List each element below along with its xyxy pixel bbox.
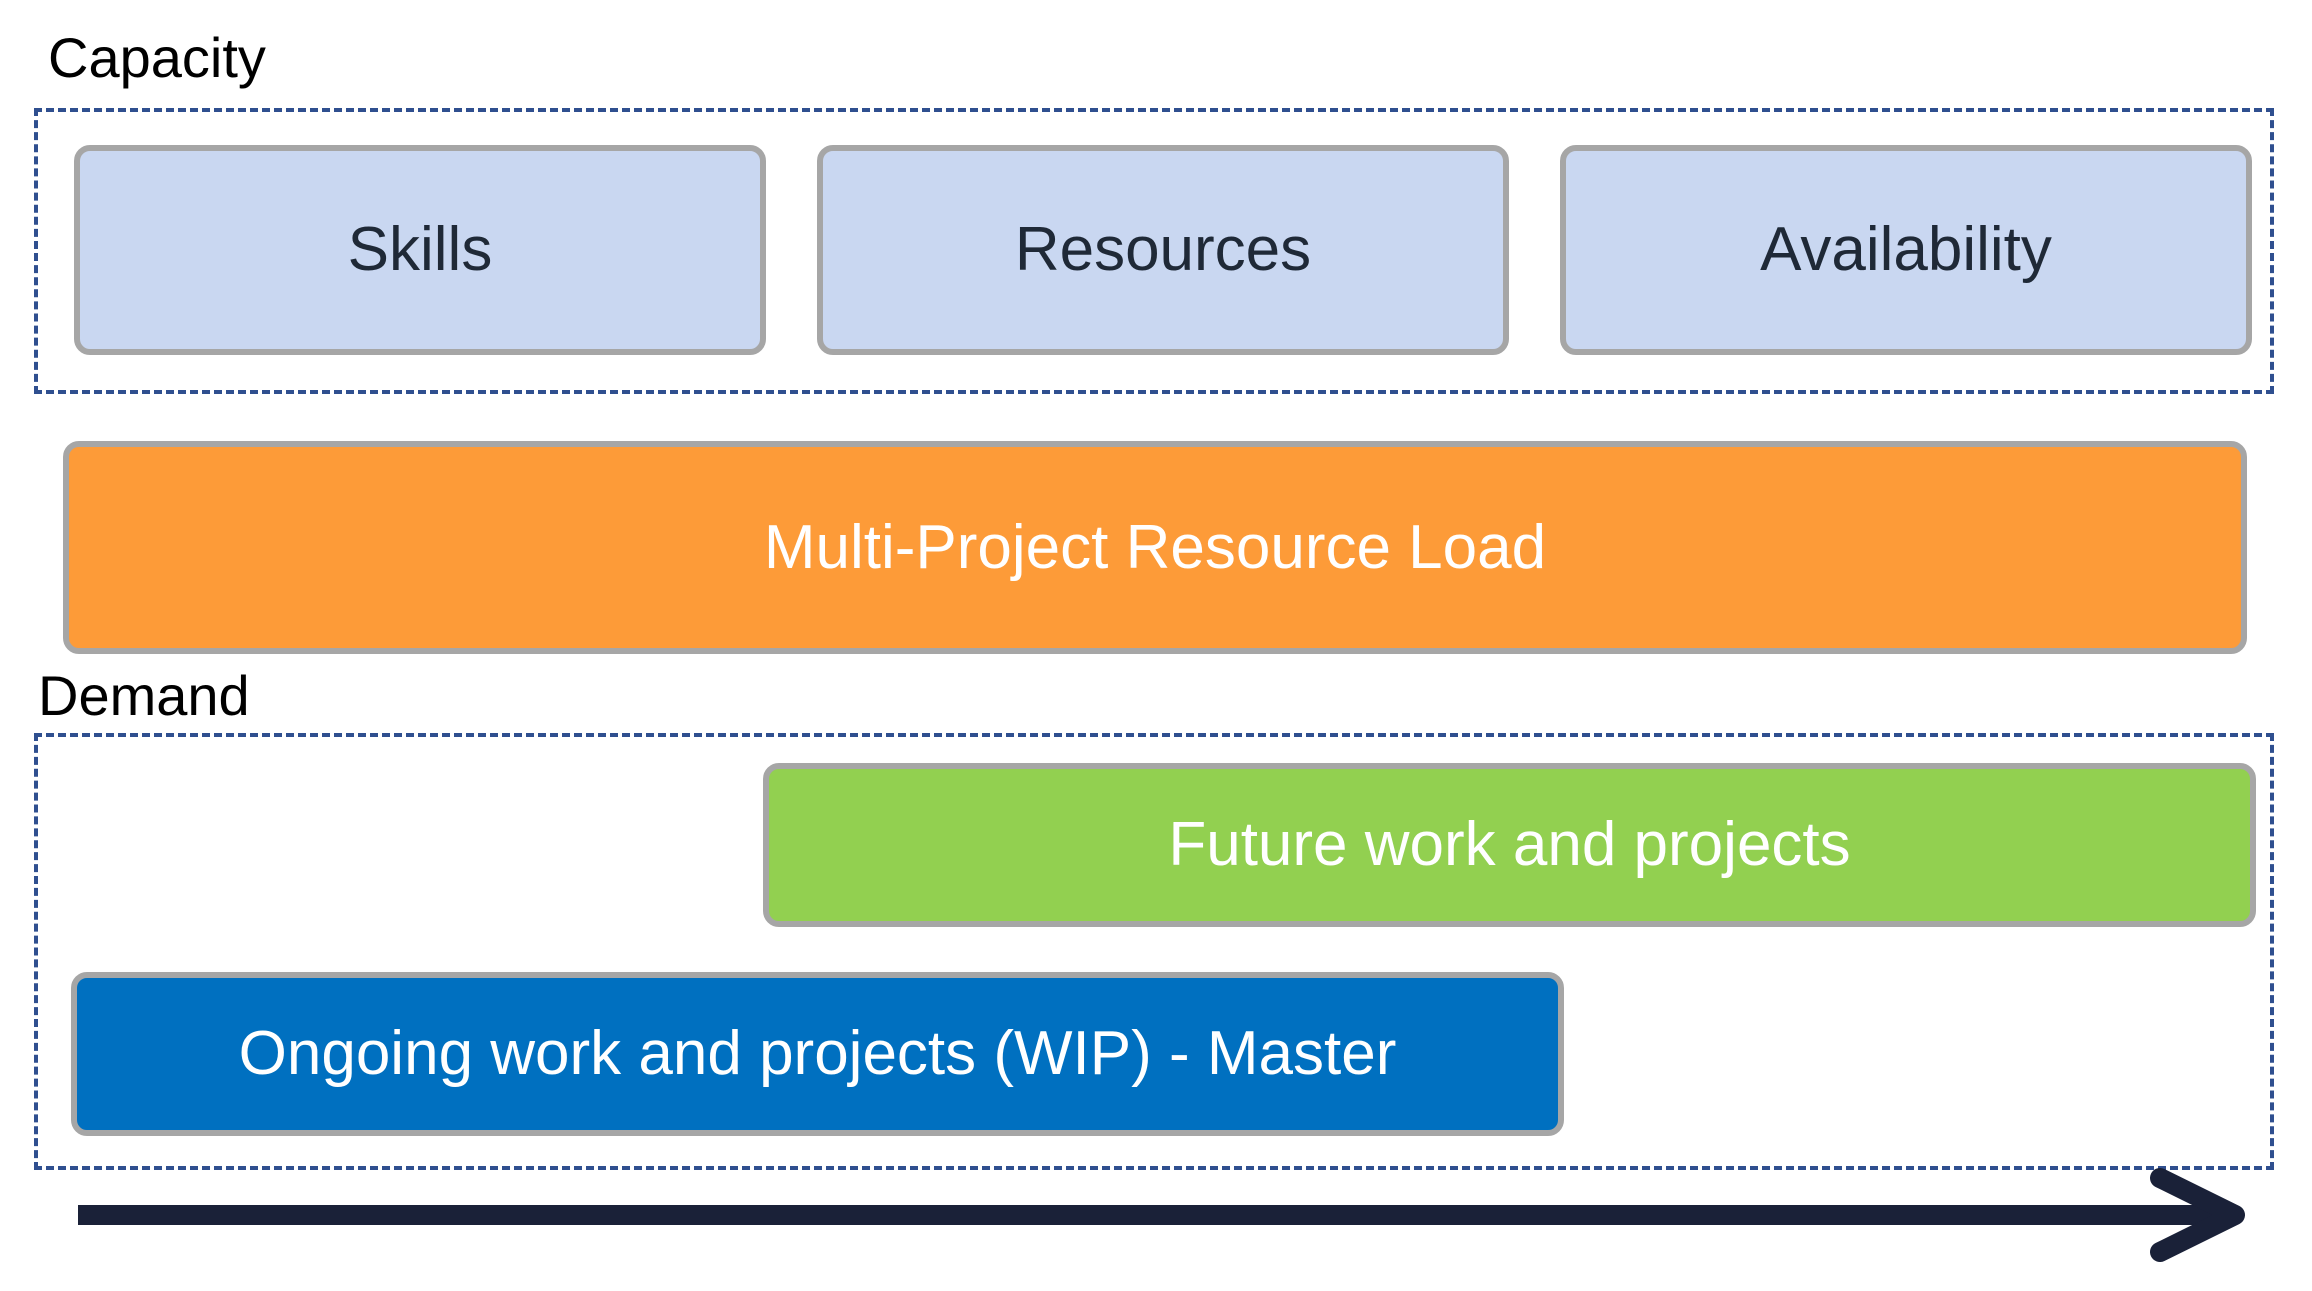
future-work-label: Future work and projects — [1168, 810, 1851, 879]
ongoing-work-label: Ongoing work and projects (WIP) - Master — [238, 1019, 1397, 1088]
demand-frame — [34, 733, 2274, 1170]
capacity-item-skills: Skills — [74, 145, 766, 355]
demand-label: Demand — [38, 664, 250, 727]
capacity-item-label: Availability — [1760, 215, 2052, 284]
future-work-bar: Future work and projects — [763, 763, 2256, 927]
capacity-item-label: Resources — [1014, 215, 1312, 284]
capacity-item-resources: Resources — [817, 145, 1509, 355]
timeline-arrow-head — [2150, 1168, 2245, 1262]
ongoing-work-bar: Ongoing work and projects (WIP) - Master — [71, 972, 1564, 1136]
capacity-item-label: Skills — [347, 215, 493, 284]
multi-project-resource-load: Multi-Project Resource Load — [63, 441, 2247, 654]
capacity-item-availability: Availability — [1560, 145, 2252, 355]
load-label: Multi-Project Resource Load — [763, 512, 1547, 582]
capacity-label: Capacity — [48, 26, 266, 89]
capacity-frame — [34, 108, 2274, 394]
